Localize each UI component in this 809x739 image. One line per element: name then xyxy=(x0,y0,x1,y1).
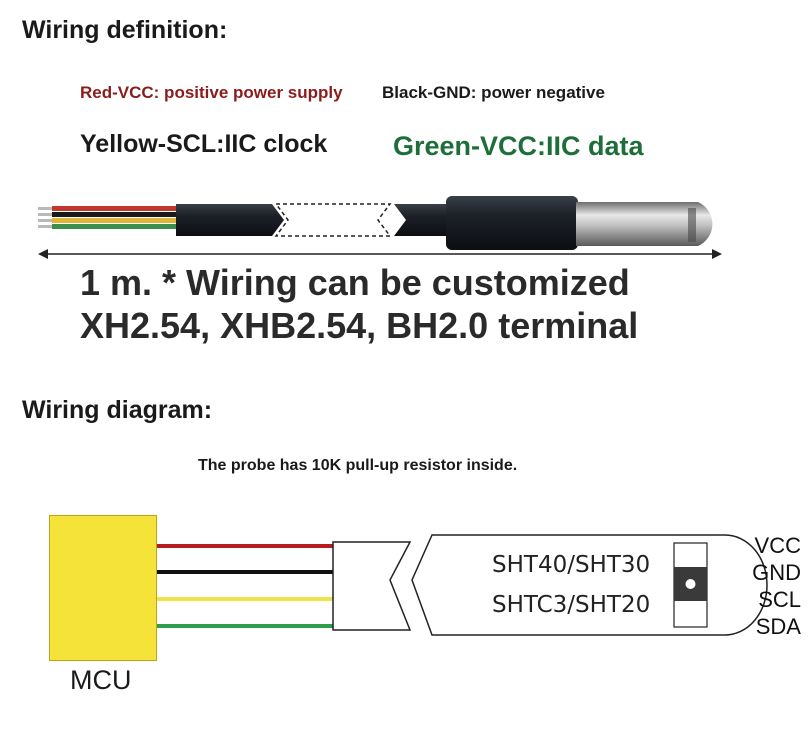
sensor-model-1: SHT40/SHT30 xyxy=(492,552,651,578)
wire-tips xyxy=(38,207,52,228)
length-text: 1 m. * Wiring can be customized xyxy=(80,262,630,303)
pin-gnd: GND xyxy=(752,560,801,585)
sensor-dot-icon xyxy=(685,579,696,589)
length-arrow xyxy=(38,249,722,259)
mcu-block xyxy=(49,515,157,661)
yellow-wire-label: Yellow-SCL:IIC clock xyxy=(80,130,328,158)
wiring-diagram-title: Wiring diagram: xyxy=(22,396,213,424)
cable-segment-right xyxy=(394,204,460,236)
red-wire-label: Red-VCC: positive power supply xyxy=(80,83,343,102)
green-wire-label: Green-VCC:IIC data xyxy=(393,131,644,161)
cable-segment-left xyxy=(176,204,284,236)
black-wire-label: Black-GND: power negative xyxy=(382,83,605,102)
wiring-definition-title: Wiring definition: xyxy=(22,16,228,44)
cable-break-left xyxy=(332,541,412,631)
cable-break-marker xyxy=(274,203,392,237)
terminal-text: XH2.54, XHB2.54, BH2.0 terminal xyxy=(80,305,639,346)
diagram-wires xyxy=(157,544,333,628)
mcu-label: MCU xyxy=(70,665,132,695)
pin-vcc: VCC xyxy=(754,533,801,558)
pin-scl: SCL xyxy=(758,587,801,612)
heat-shrink-sleeve xyxy=(446,196,578,250)
pullup-note: The probe has 10K pull-up resistor insid… xyxy=(198,457,518,474)
steel-probe-tube xyxy=(576,202,713,246)
pin-sda: SDA xyxy=(755,614,801,639)
sensor-model-2: SHTC3/SHT20 xyxy=(492,592,651,618)
colored-wires xyxy=(52,206,178,229)
